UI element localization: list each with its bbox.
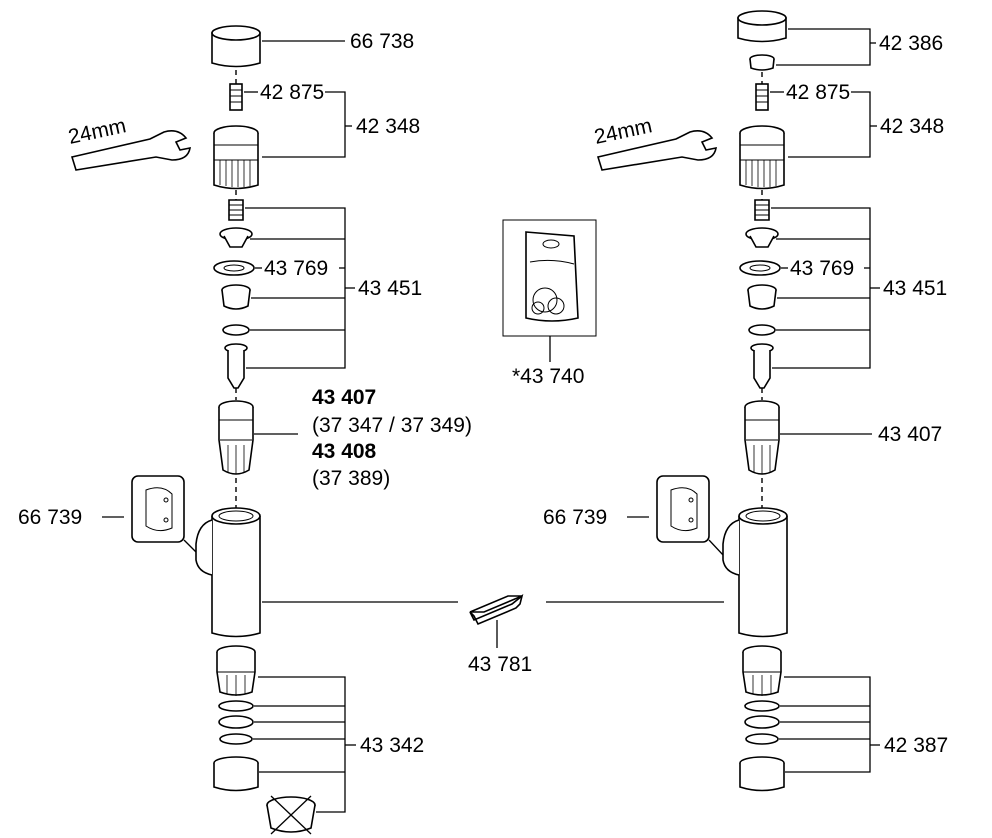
label-rosette-left: 66 739	[18, 506, 82, 529]
label-aerator-left: 43 342	[360, 734, 424, 757]
label-cartridge-right: 43 407	[878, 423, 942, 446]
aerator-housing-left	[213, 756, 259, 792]
pin-left	[224, 343, 248, 389]
label-bracket: 43 781	[468, 653, 532, 676]
washer-3-left	[219, 733, 253, 745]
label-cartridge-b-code: 43 408	[312, 440, 377, 463]
label-wrench-right: 24mm	[592, 114, 654, 149]
body-left	[195, 507, 261, 638]
piston-right	[747, 284, 777, 310]
label-aerator-right: 42 387	[884, 734, 948, 757]
spindle-left	[229, 83, 243, 111]
body-right	[722, 507, 788, 638]
rosette-right	[656, 475, 710, 543]
label-rosette-right: 66 739	[543, 506, 607, 529]
valve-seat-right	[745, 227, 779, 248]
spring-right	[754, 199, 770, 221]
oring-left	[213, 260, 255, 276]
label-cap-left: 66 738	[350, 30, 414, 53]
label-wrench-left: 24mm	[66, 114, 128, 149]
rosette-left	[131, 475, 185, 543]
bracket-clip	[469, 593, 524, 626]
cap-insert-right	[749, 54, 775, 71]
washer-1-right	[744, 700, 780, 712]
headpart-right	[739, 125, 785, 190]
label-spindle-right: 42 875	[786, 81, 850, 104]
valve-seat-left	[219, 227, 253, 248]
pin-right	[750, 343, 774, 389]
label-headpart-right: 42 348	[880, 115, 944, 138]
oring-right	[739, 260, 781, 276]
label-headpart-left: 42 348	[356, 115, 420, 138]
wrench-right	[596, 130, 717, 171]
label-cap-right: 42 386	[879, 32, 943, 55]
headpart-left	[213, 125, 259, 190]
grease-bag	[502, 219, 597, 337]
cap-right	[737, 10, 787, 43]
label-kit-right: 43 451	[883, 277, 947, 300]
piston-left	[221, 284, 251, 310]
label-cartridge-a-models: (37 347 / 37 349)	[312, 414, 472, 437]
label-spindle-left: 42 875	[260, 81, 324, 104]
crossed-part-left	[266, 795, 316, 835]
washer-1-left	[218, 700, 254, 712]
label-oring-right: 43 769	[790, 257, 854, 280]
label-cartridge-b-models: (37 389)	[312, 467, 390, 490]
spring-left	[228, 199, 244, 221]
wrench-left	[70, 130, 191, 171]
aerator-right	[742, 645, 782, 696]
washer-2-left	[218, 715, 254, 729]
label-kit-left: 43 451	[358, 277, 422, 300]
cap-left	[211, 25, 261, 68]
washer-2-right	[744, 715, 780, 729]
label-oring-left: 43 769	[264, 257, 328, 280]
aerator-left	[216, 645, 256, 696]
label-cartridge-a-code: 43 407	[312, 386, 376, 409]
spindle-right	[755, 83, 769, 111]
washer-3-right	[745, 733, 779, 745]
left-assembly: 66 738 42 875 42 348	[18, 25, 472, 835]
cartridge-left	[218, 400, 254, 475]
label-grease-bag: *43 740	[512, 365, 584, 388]
small-ring-right	[748, 324, 776, 336]
small-ring-left	[222, 324, 250, 336]
right-assembly: 42 386 42 875 42 348 24mm	[543, 10, 948, 792]
cartridge-right	[744, 400, 780, 475]
aerator-housing-right	[739, 756, 785, 792]
